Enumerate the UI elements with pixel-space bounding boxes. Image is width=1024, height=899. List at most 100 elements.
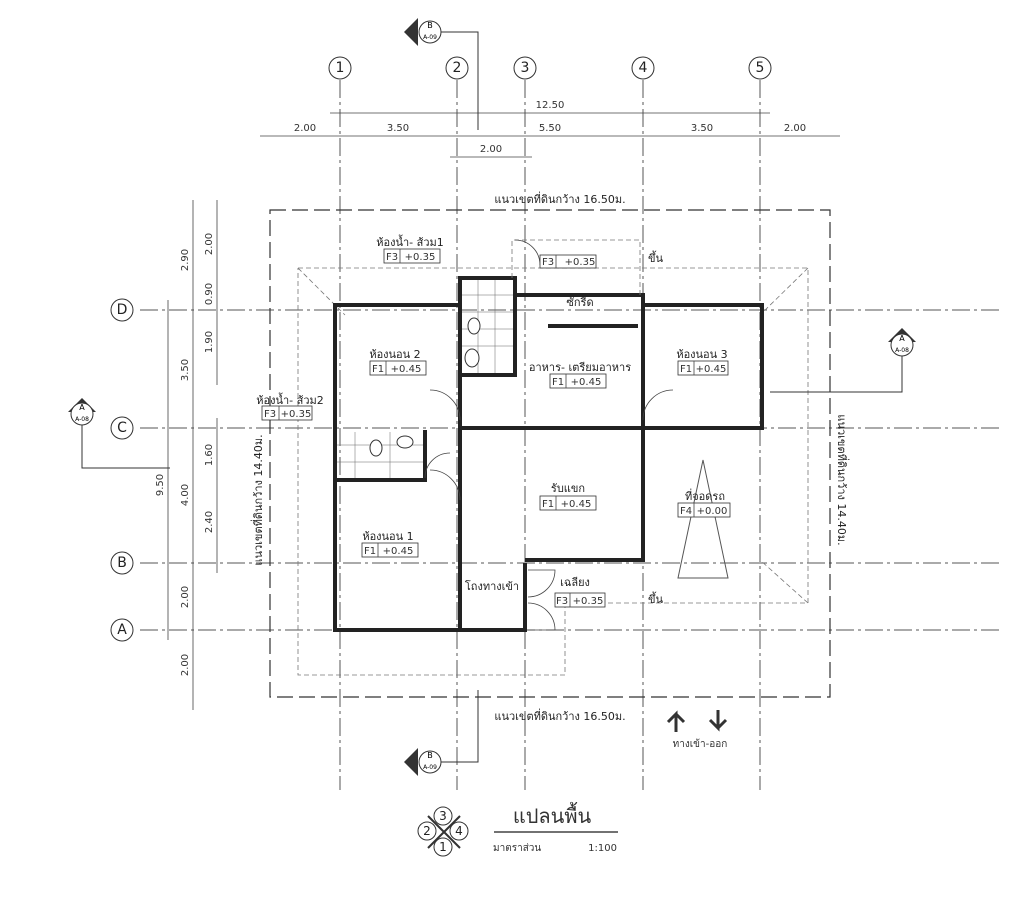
room-label: อาหาร- เตรียมอาหาร F1+0.45 [529,361,631,389]
room-label: ที่จอดรถ F4 +0.00 [677,488,731,518]
column-bubble: 2 [445,56,469,80]
top-dimensions: 12.50 2.00 3.50 5.50 3.50 2.00 2.00 [260,100,840,158]
svg-text:2: 2 [423,824,431,838]
svg-text:3.50: 3.50 [387,123,409,134]
stair-up-label: ขึ้น [648,250,664,265]
svg-text:2.00: 2.00 [784,123,806,134]
foyer-label: โถงทางเข้า [465,579,519,593]
compass-key: 3 2 4 1 [417,806,469,857]
svg-text:2.00: 2.00 [180,654,191,676]
svg-text:+0.35: +0.35 [405,252,436,263]
svg-text:+0.35: +0.35 [281,409,312,420]
svg-text:F1: F1 [364,546,376,557]
boundary-bottom-label: แนวเขตที่ดินกว้าง 16.50ม. [494,708,625,723]
svg-text:B: B [427,751,433,760]
bathroom-tiles [337,280,513,478]
boundary-top-label: แนวเขตที่ดินกว้าง 16.50ม. [494,191,625,206]
svg-text:+0.35: +0.35 [573,596,604,607]
roof-outline [297,267,809,676]
svg-text:F3: F3 [264,409,276,420]
svg-text:+0.00: +0.00 [697,506,728,517]
section-marker-a-left: A A-08 [68,398,170,469]
row-bubble: D [110,298,134,322]
svg-text:ซักรีด: ซักรีด [566,296,593,309]
svg-text:A-09: A-09 [423,764,437,771]
svg-text:F1: F1 [680,364,692,375]
row-bubble: C [110,416,134,440]
svg-text:2.00: 2.00 [480,144,502,155]
entry-exit-label: ทางเข้า-ออก [673,738,728,750]
svg-text:A-08: A-08 [75,416,89,423]
svg-text:5: 5 [756,60,765,76]
boundary-right-label: แนวเขตที่ดินกว้าง 14.40ม. [835,414,850,545]
section-marker-b-bottom: B A-09 [404,690,479,776]
svg-text:12.50: 12.50 [536,100,565,111]
svg-text:ที่จอดรถ: ที่จอดรถ [685,488,725,503]
grid-lines [140,80,1000,790]
svg-text:A-08: A-08 [895,347,909,354]
svg-text:A-09: A-09 [423,34,437,41]
scale-value: 1:100 [588,843,617,854]
scale-label: มาตราส่วน [493,843,541,854]
room-label: รับแขก F1 +0.45 [539,482,597,511]
svg-text:เฉลียง: เฉลียง [560,576,590,589]
svg-text:1.90: 1.90 [204,331,215,353]
walls [333,239,764,632]
svg-text:F4: F4 [680,506,692,517]
svg-text:F1: F1 [552,377,564,388]
svg-text:ห้องนอน 3: ห้องนอน 3 [676,348,727,361]
svg-text:F3: F3 [386,252,398,263]
svg-text:B: B [117,555,127,571]
svg-text:รับแขก: รับแขก [551,482,585,495]
svg-text:A: A [79,403,85,412]
svg-text:C: C [117,420,127,436]
svg-text:3.50: 3.50 [180,359,191,381]
entry-arrow-icon [666,710,728,732]
column-bubble: 5 [748,56,772,80]
column-bubble: 1 [328,56,352,80]
svg-text:3: 3 [439,809,447,823]
svg-text:4: 4 [455,824,463,838]
svg-text:F3: F3 [556,596,568,607]
room-label: เฉลียง F3 +0.35 [554,576,606,608]
svg-text:1: 1 [336,60,345,76]
svg-text:A: A [117,622,127,638]
svg-text:2.00: 2.00 [294,123,316,134]
svg-text:ห้องนอน 1: ห้องนอน 1 [362,530,413,543]
stair-up-label: ขึ้น [648,591,664,606]
svg-text:F1: F1 [372,364,384,375]
svg-text:0.90: 0.90 [204,283,215,305]
room-label: ห้องนอน 3 F1 +0.45 [676,348,729,376]
svg-text:1.60: 1.60 [204,444,215,466]
room-label: ซักรีด F3+0.35 [539,254,597,309]
svg-text:ห้องนอน 2: ห้องนอน 2 [369,348,420,361]
drawing-title: แปลนพื้น [513,802,592,828]
property-boundary [269,209,831,698]
svg-text:4.00: 4.00 [180,484,191,506]
row-bubble: B [110,551,134,575]
svg-text:F1: F1 [542,499,554,510]
door-swings [424,239,674,631]
svg-text:B: B [427,21,433,30]
svg-text:ห้องน้ำ- ส้วม2: ห้องน้ำ- ส้วม2 [256,392,324,407]
svg-text:2.90: 2.90 [180,249,191,271]
column-bubble: 4 [631,56,655,80]
room-label: ห้องน้ำ- ส้วม1 F3 +0.35 [376,234,444,264]
svg-text:+0.45: +0.45 [696,364,727,375]
section-marker-b-top: B A-09 [404,18,479,130]
row-bubble: A [110,618,134,642]
svg-text:+0.45: +0.45 [561,499,592,510]
section-marker-a-right: A A-08 [770,328,916,393]
svg-text:2.00: 2.00 [204,233,215,255]
svg-text:ห้องน้ำ- ส้วม1: ห้องน้ำ- ส้วม1 [376,234,444,249]
svg-text:D: D [117,302,128,318]
car-symbol [677,459,729,579]
svg-text:อาหาร- เตรียมอาหาร: อาหาร- เตรียมอาหาร [529,361,631,374]
svg-text:4: 4 [639,60,648,76]
room-label: ห้องนอน 1 F1+0.45 [361,530,419,558]
svg-text:2: 2 [453,60,462,76]
svg-text:3.50: 3.50 [691,123,713,134]
svg-text:+0.45: +0.45 [391,364,422,375]
svg-text:3: 3 [521,60,530,76]
svg-text:+0.35: +0.35 [565,257,596,268]
